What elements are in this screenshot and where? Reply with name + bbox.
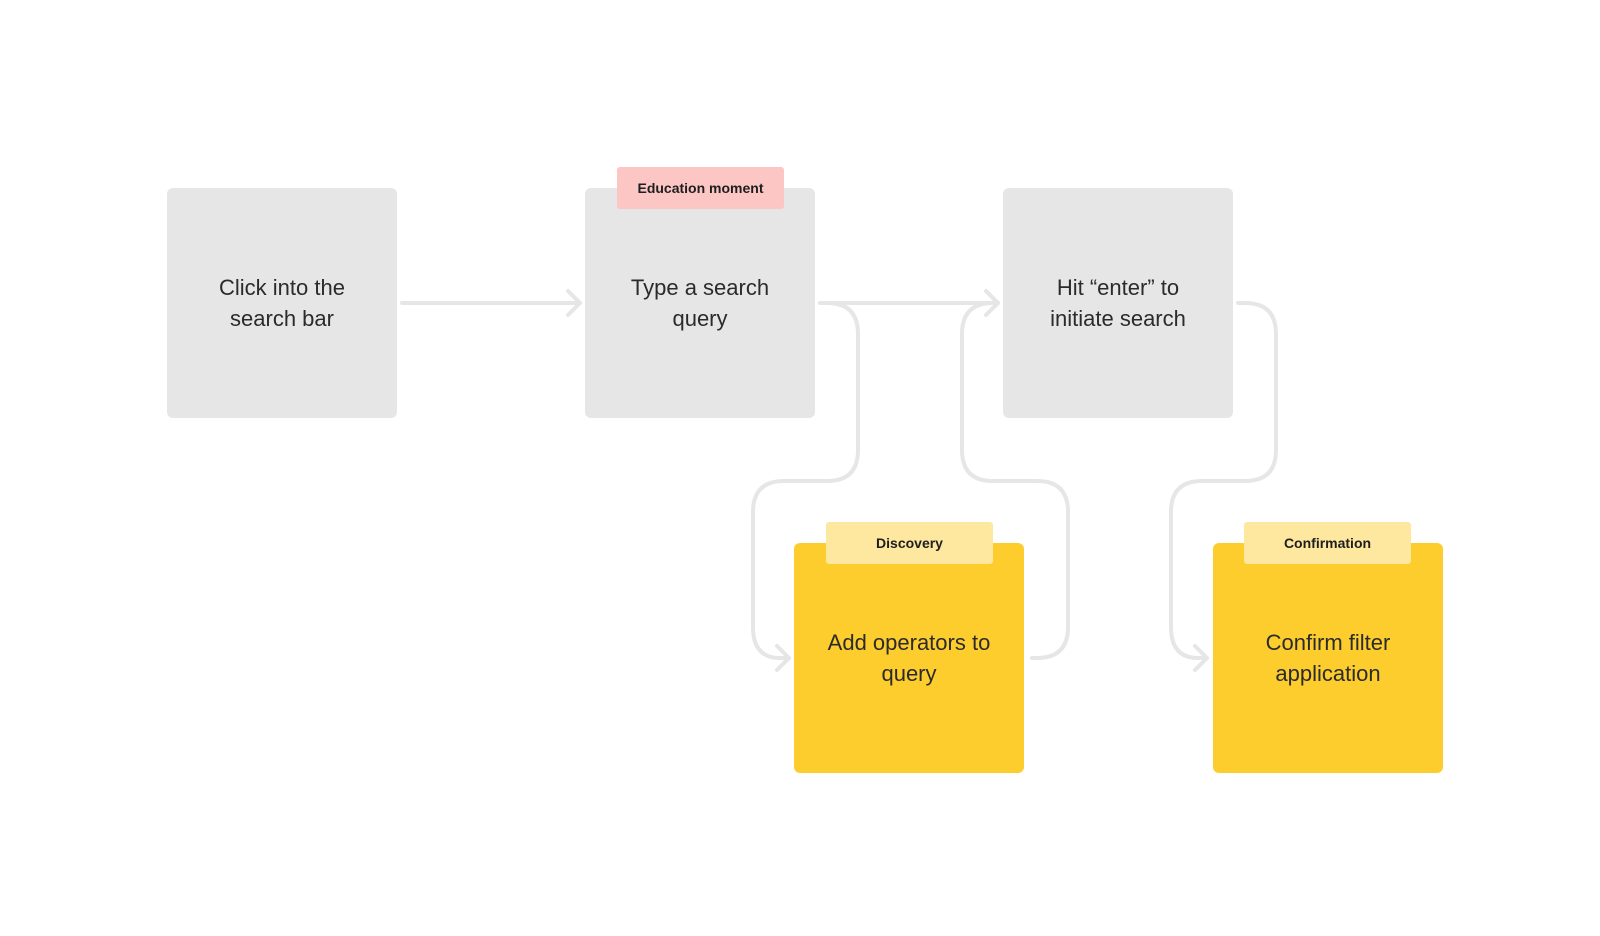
sticky-label: Add operators to query: [827, 630, 991, 686]
tag-label: Education moment: [637, 180, 764, 196]
tag-label: Discovery: [876, 535, 943, 551]
tag-label: Confirmation: [1283, 535, 1372, 551]
sticky-click-search-bar[interactable]: Click into the search bar: [167, 188, 397, 418]
connector-enter-to-confirm: [1169, 301, 1278, 672]
sticky-confirm-filter[interactable]: Confirm filter application: [1213, 543, 1443, 773]
sticky-label: Hit “enter” to initiate search: [1050, 275, 1186, 331]
connector-type-to-operators: [751, 301, 860, 672]
sticky-label: Click into the search bar: [219, 275, 345, 331]
sticky-hit-enter[interactable]: Hit “enter” to initiate search: [1003, 188, 1233, 418]
tag-confirmation: Confirmation: [1244, 522, 1411, 564]
connector-click-to-type: [400, 289, 582, 317]
sticky-type-search-query[interactable]: Type a search query: [585, 188, 815, 418]
connector-operators-to-enter: [960, 301, 1070, 660]
sticky-label: Type a search query: [630, 275, 770, 331]
tag-education-moment: Education moment: [617, 167, 784, 209]
sticky-label: Confirm filter application: [1265, 630, 1391, 686]
sticky-add-operators[interactable]: Add operators to query: [794, 543, 1024, 773]
tag-discovery: Discovery: [826, 522, 993, 564]
